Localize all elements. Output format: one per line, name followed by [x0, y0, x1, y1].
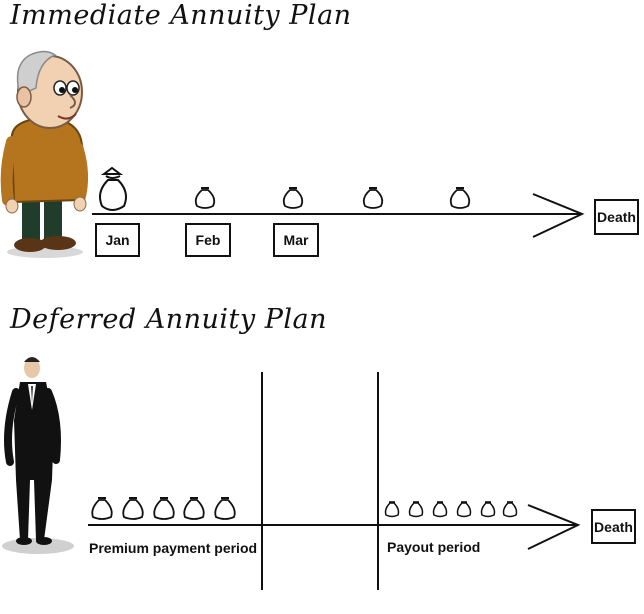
- payout-bag-icon: [432, 501, 448, 518]
- payout-bag-icon: [362, 187, 384, 209]
- immediate-plan-title: Immediate Annuity Plan: [10, 0, 352, 31]
- old-man-illustration: [0, 50, 89, 258]
- payout-period-label: Payout period: [387, 539, 481, 555]
- payout-bag-icon: [480, 501, 496, 518]
- premium-bag-icon: [214, 497, 236, 520]
- payout-bag-icon: [502, 501, 518, 518]
- immediate-timeline: [92, 193, 585, 238]
- death-box-immediate: Death: [594, 199, 639, 235]
- deferred-plan-title: Deferred Annuity Plan: [10, 304, 328, 335]
- lump-sum-bag-icon: [99, 166, 127, 211]
- payout-bag-icon: [194, 187, 216, 209]
- premium-bag-icon: [183, 497, 205, 520]
- month-box-mar: Mar: [273, 223, 319, 257]
- payout-bag-icon: [384, 501, 400, 518]
- premium-bag-icon: [122, 497, 144, 520]
- deferred-timeline: [88, 372, 581, 590]
- payout-bag-icon: [456, 501, 472, 518]
- month-box-feb: Feb: [185, 223, 231, 257]
- payout-bag-icon: [282, 187, 304, 209]
- death-box-deferred: Death: [591, 509, 636, 544]
- premium-bag-icon: [153, 497, 175, 520]
- businessman-illustration: [2, 357, 74, 554]
- payout-bag-icon: [408, 501, 424, 518]
- premium-bag-icon: [91, 497, 113, 520]
- month-box-jan: Jan: [95, 223, 140, 257]
- premium-period-label: Premium payment period: [89, 540, 258, 556]
- payout-bag-icon: [449, 187, 471, 209]
